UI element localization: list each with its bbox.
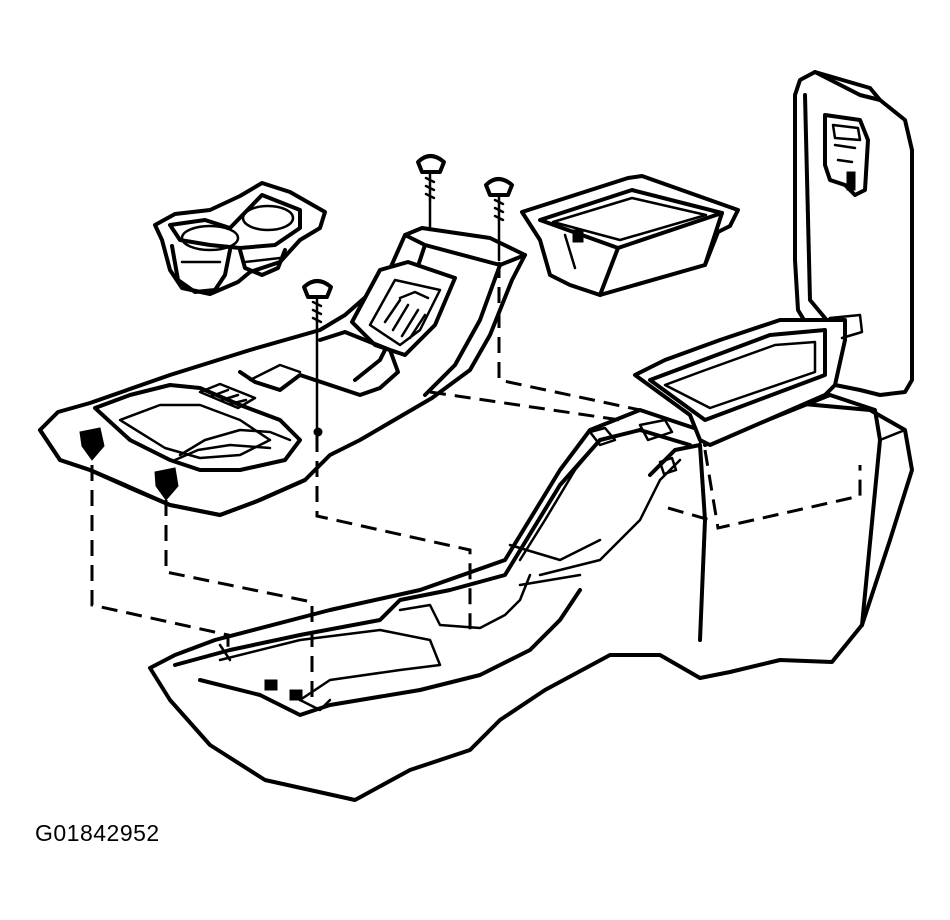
console-screw-icon xyxy=(416,154,446,202)
armrest-lid-icon xyxy=(793,70,914,397)
armrest-storage-bin-icon xyxy=(633,313,864,522)
front-console-trim-panel-icon xyxy=(38,226,527,517)
alignment-dashed-lines xyxy=(90,262,862,700)
figure-id-label: G01842952 xyxy=(35,820,160,846)
storage-tray-icon xyxy=(520,174,740,297)
console-screw-icon xyxy=(302,279,333,324)
console-screw-icon xyxy=(484,177,514,222)
cup-holder-insert-icon xyxy=(153,181,327,296)
